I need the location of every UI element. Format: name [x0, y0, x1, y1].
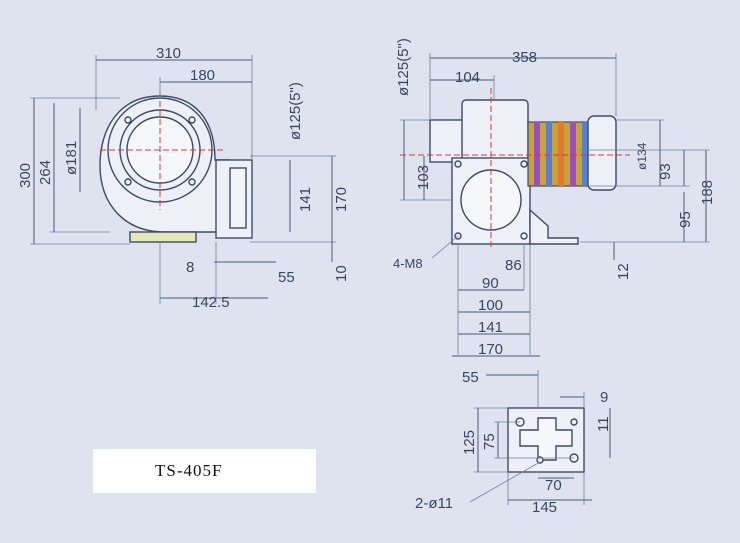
dim-134: ø134	[635, 142, 649, 170]
bolt-hole	[520, 232, 528, 240]
mount-hole	[570, 418, 578, 426]
dim-125: 125	[461, 430, 478, 455]
bolt-hole	[124, 178, 132, 186]
dim-170: 170	[478, 341, 503, 358]
base-plate-view: 55 9 125 75 11 70 145 2-ø11	[415, 369, 612, 516]
dim-264: 264	[37, 160, 54, 185]
dim-170: 170	[333, 187, 350, 212]
dim-141: 141	[478, 319, 503, 336]
dim-55: 55	[278, 269, 295, 286]
dim-11: 11	[595, 416, 612, 432]
dim-358: 358	[512, 49, 537, 66]
dim-300: 300	[17, 163, 34, 188]
dim-10: 10	[333, 265, 350, 282]
dim-8: 8	[186, 259, 194, 276]
dim-310: 310	[156, 45, 181, 62]
dim-141: 141	[297, 187, 314, 212]
dim-70: 70	[545, 477, 562, 494]
bolt-hole	[454, 160, 462, 168]
bolt-hole	[124, 116, 132, 124]
dim-outlet-diameter: ø125(5")	[287, 82, 304, 140]
dim-188: 188	[699, 180, 716, 205]
thread-callout: 4-M8	[393, 256, 423, 271]
bolt-hole	[188, 116, 196, 124]
dim-100: 100	[478, 297, 503, 314]
bolt-hole	[188, 178, 196, 186]
dim-103: 103	[415, 165, 432, 190]
dim-90: 90	[482, 275, 499, 292]
motor-end-cap	[587, 115, 617, 191]
dim-55: 55	[462, 369, 479, 386]
dim-9: 9	[600, 389, 608, 406]
side-view: ø125(5") 358 104 103 ø134 93 95 188 4-M8…	[393, 38, 716, 358]
bolt-hole	[520, 160, 528, 168]
motor-windings	[534, 122, 588, 186]
dim-142-5: 142.5	[192, 294, 230, 311]
dim-180: 180	[190, 67, 215, 84]
dim-95: 95	[677, 211, 694, 228]
dim-75: 75	[481, 433, 498, 450]
side-inlet-collar	[429, 119, 465, 163]
dim-side-outlet-diameter: ø125(5")	[395, 38, 412, 96]
dim-86: 86	[505, 257, 522, 274]
dim-104: 104	[455, 69, 480, 86]
hole-callout: 2-ø11	[415, 495, 453, 512]
front-duct-inner	[229, 167, 247, 229]
dim-12: 12	[615, 263, 632, 280]
base-cutout	[519, 417, 573, 461]
side-base	[529, 208, 579, 245]
dim-145: 145	[532, 499, 557, 516]
mount-hole	[536, 456, 544, 464]
model-label-box: TS-405F	[93, 449, 316, 493]
dim-181: ø181	[63, 141, 80, 175]
model-label: TS-405F	[155, 461, 223, 480]
dim-93: 93	[657, 163, 674, 180]
front-base	[129, 231, 197, 243]
side-housing-top	[461, 99, 529, 161]
front-view: 310 180 ø125(5") ø181 300 264 141 170 8 …	[17, 45, 350, 311]
